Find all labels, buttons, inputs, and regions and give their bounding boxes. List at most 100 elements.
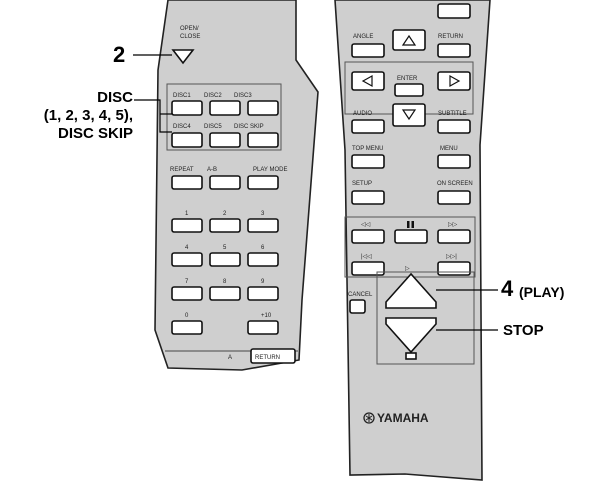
enter-label: ENTER xyxy=(397,76,418,82)
angle-label: ANGLE xyxy=(353,34,373,40)
stop-small-icon xyxy=(405,352,417,360)
brand-name: YAMAHA xyxy=(377,411,429,425)
play-button[interactable] xyxy=(385,272,437,309)
callout-play-number: 4 xyxy=(501,276,514,301)
callout-stop: STOP xyxy=(503,322,544,339)
skip-back-icon: |◁◁ xyxy=(361,254,372,260)
setup-button[interactable] xyxy=(351,190,385,205)
callout-disc: DISC xyxy=(97,89,133,106)
menu-label: MENU xyxy=(440,146,458,152)
right-arrow-icon xyxy=(449,74,461,88)
return-label-right: RETURN xyxy=(438,34,463,40)
skip-back-button[interactable] xyxy=(351,261,385,276)
number-button-3[interactable] xyxy=(171,252,203,267)
setup-label: SETUP xyxy=(352,181,372,187)
number-label-5: 6 xyxy=(261,245,265,251)
disc5-button[interactable] xyxy=(209,132,241,148)
number-label-7: 8 xyxy=(223,279,227,285)
fast-forward-button[interactable] xyxy=(437,229,471,244)
return-label-left: RETURN xyxy=(255,355,280,361)
left-button[interactable] xyxy=(351,71,385,91)
down-button[interactable] xyxy=(392,103,426,127)
number-button-1[interactable] xyxy=(209,218,241,233)
open-close-button[interactable] xyxy=(171,49,195,65)
disc4-label: DISC4 xyxy=(173,124,191,130)
disc3-label: DISC3 xyxy=(234,93,252,99)
number-label-3: 4 xyxy=(185,245,189,251)
number-button-8[interactable] xyxy=(247,286,279,301)
number-label-8: 9 xyxy=(261,279,265,285)
number-label-6: 7 xyxy=(185,279,189,285)
number-button-5[interactable] xyxy=(247,252,279,267)
subtitle-button[interactable] xyxy=(437,119,471,134)
callout-disc-skip: DISC SKIP xyxy=(57,125,133,142)
open-close-label: OPEN/CLOSE xyxy=(180,26,200,40)
number-button-0[interactable] xyxy=(171,218,203,233)
disc-skip-button[interactable] xyxy=(247,132,279,148)
number-button-7[interactable] xyxy=(209,286,241,301)
disc-button-group xyxy=(166,83,282,151)
pause-button[interactable] xyxy=(394,229,428,244)
repeat-button[interactable] xyxy=(171,175,203,190)
fast-forward-icon: ▷▷ xyxy=(448,222,458,228)
up-arrow-icon xyxy=(401,34,417,46)
on-screen-label: ON SCREEN xyxy=(437,181,473,187)
number-button-6[interactable] xyxy=(171,286,203,301)
play-small-icon: ▷ xyxy=(405,266,410,272)
number-label-1: 2 xyxy=(223,211,227,217)
repeat-label: REPEAT xyxy=(170,167,194,173)
skip-forward-icon: ▷▷| xyxy=(446,254,457,260)
callout-disc-numbers: (1, 2, 3, 4, 5), xyxy=(43,107,133,124)
disc2-button[interactable] xyxy=(209,100,241,116)
rewind-button[interactable] xyxy=(351,229,385,244)
enter-button[interactable] xyxy=(394,83,424,97)
top-menu-label: TOP MENU xyxy=(352,146,383,152)
disc5-label: DISC5 xyxy=(204,124,222,130)
number-label-0: 1 xyxy=(185,211,189,217)
play-stop-group xyxy=(376,271,475,365)
return-button-left[interactable] xyxy=(250,348,296,364)
right-remote: ANGLE RETURN ENTER AUDIO SUBTITLE TOP ME… xyxy=(334,0,491,481)
yamaha-logo-icon xyxy=(363,412,375,424)
a-b-label: A-B xyxy=(207,167,217,173)
disc-skip-label: DISC SKIP xyxy=(234,124,264,130)
cancel-button[interactable] xyxy=(349,299,366,314)
up-button[interactable] xyxy=(392,29,426,51)
top-button[interactable] xyxy=(437,3,471,19)
number-label-2: 3 xyxy=(261,211,265,217)
number-button-4[interactable] xyxy=(209,252,241,267)
on-screen-button[interactable] xyxy=(437,190,471,205)
disc4-button[interactable] xyxy=(171,132,203,148)
play-mode-button[interactable] xyxy=(247,175,279,190)
number-label-9: 0 xyxy=(185,313,189,319)
number-button-2[interactable] xyxy=(247,218,279,233)
audio-button[interactable] xyxy=(351,119,385,134)
pause-icon xyxy=(407,221,410,228)
a-b-button[interactable] xyxy=(209,175,241,190)
angle-button[interactable] xyxy=(351,43,385,58)
disc1-button[interactable] xyxy=(171,100,203,116)
menu-button[interactable] xyxy=(437,154,471,169)
number-button-10[interactable] xyxy=(247,320,279,335)
rewind-icon: ◁◁ xyxy=(361,222,371,228)
skip-forward-button[interactable] xyxy=(437,261,471,276)
disc3-button[interactable] xyxy=(247,100,279,116)
number-button-9[interactable] xyxy=(171,320,203,335)
audio-label: AUDIO xyxy=(353,111,372,117)
a-label: A xyxy=(228,355,232,361)
stop-button[interactable] xyxy=(385,317,437,354)
left-arrow-icon xyxy=(361,74,373,88)
disc1-label: DISC1 xyxy=(173,93,191,99)
subtitle-label: SUBTITLE xyxy=(438,111,467,117)
top-menu-button[interactable] xyxy=(351,154,385,169)
right-button[interactable] xyxy=(437,71,471,91)
callout-open-close-number: 2 xyxy=(113,42,126,67)
callout-play-label: (PLAY) xyxy=(519,284,565,300)
return-button-right[interactable] xyxy=(437,43,471,58)
play-mode-label: PLAY MODE xyxy=(253,167,287,173)
left-remote: OPEN/CLOSE DISC1 DISC2 DISC3 DISC4 DISC5… xyxy=(154,0,319,371)
leader-disc xyxy=(134,99,172,133)
